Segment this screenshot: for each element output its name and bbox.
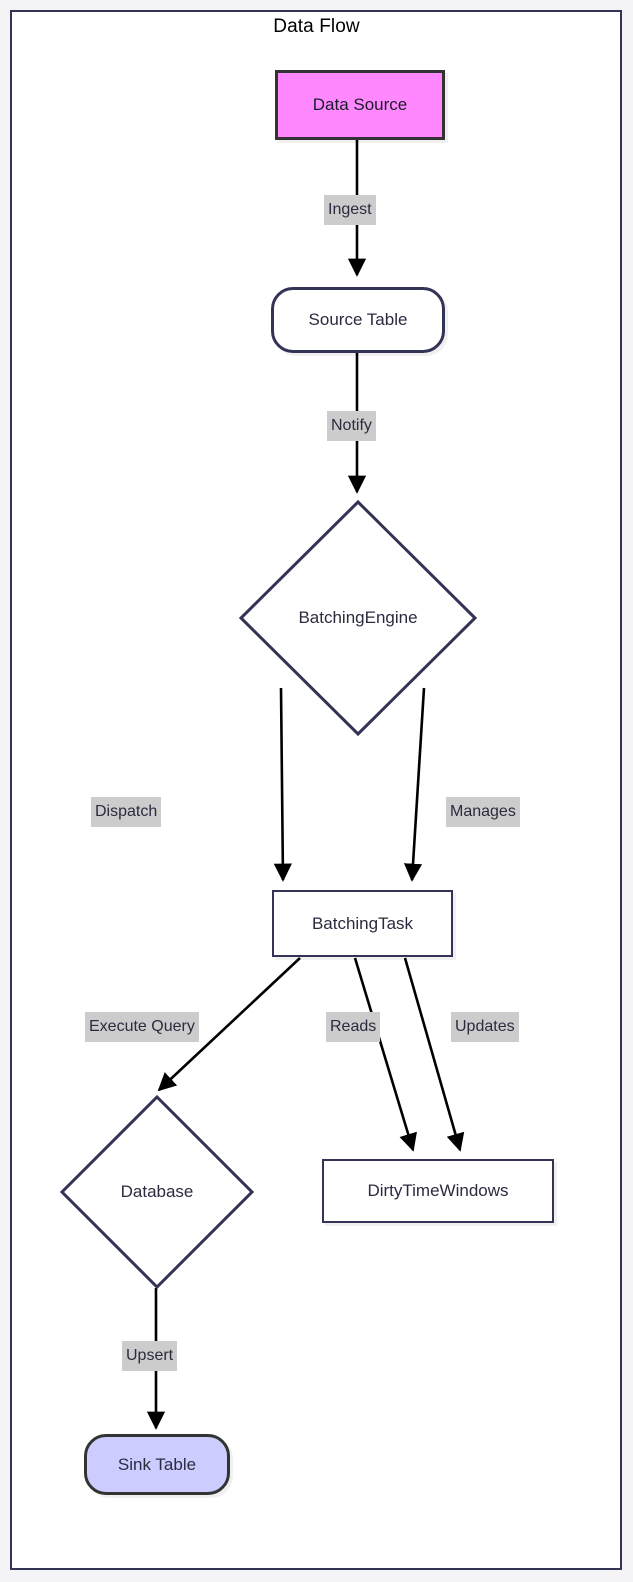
diagram-frame <box>10 10 622 1570</box>
node-label: Source Table <box>308 310 408 330</box>
node-database[interactable]: Database <box>59 1094 255 1290</box>
node-batching-engine[interactable]: BatchingEngine <box>238 499 478 737</box>
edge-label-ingest: Ingest <box>324 195 376 225</box>
node-dirty-time-windows[interactable]: DirtyTimeWindows <box>322 1159 554 1223</box>
edge-batching_engine-batching_task <box>273 687 292 882</box>
node-label: Database <box>120 1182 194 1201</box>
node-label: BatchingTask <box>311 913 414 933</box>
node-source-table[interactable]: Source Table <box>271 287 445 353</box>
node-batching-task[interactable]: BatchingTask <box>272 890 453 957</box>
diamond-shape <box>238 499 478 737</box>
diagram-title: Data Flow <box>273 16 360 37</box>
node-sink-table[interactable]: Sink Table <box>84 1434 230 1495</box>
edge-batching_task-dirty-2 <box>403 957 465 1152</box>
node-label: DirtyTimeWindows <box>367 1181 509 1201</box>
edge-label-reads: Reads <box>326 1012 381 1042</box>
edge-label-execute-query: Execute Query <box>85 1012 199 1042</box>
edge-label-dispatch: Dispatch <box>91 797 162 827</box>
edge-label-updates: Updates <box>451 1012 519 1042</box>
edge-batching_engine-batching_task-2 <box>403 687 426 882</box>
edge-label-manages: Manages <box>446 797 520 827</box>
edge-label-notify: Notify <box>327 411 376 441</box>
node-label: BatchingEngine <box>298 608 418 627</box>
edge-label-upsert: Upsert <box>122 1341 178 1371</box>
node-label: Data Source <box>312 95 408 115</box>
edge-batching_task-dirty-1 <box>353 957 417 1152</box>
edge-batching_task-database <box>157 957 301 1092</box>
node-data-source[interactable]: Data Source <box>275 70 445 140</box>
diamond-shape <box>59 1094 255 1290</box>
node-label: Sink Table <box>117 1454 197 1474</box>
